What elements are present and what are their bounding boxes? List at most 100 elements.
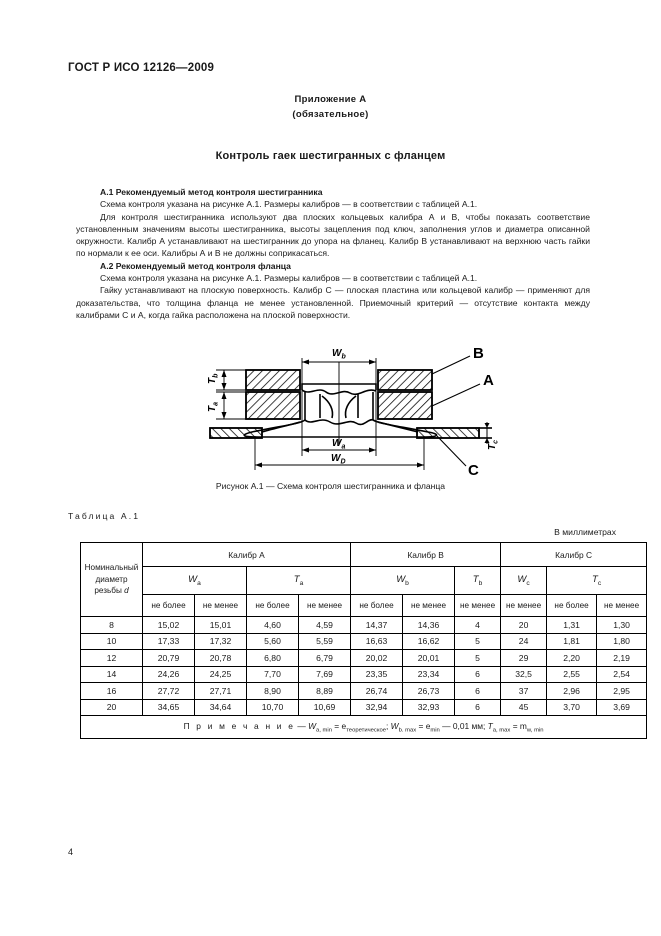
cell-value: 2,96	[546, 682, 598, 700]
cell-value: 16,62	[402, 632, 456, 650]
figure-dim-wa: Wa	[332, 438, 345, 451]
cell-d: 20	[80, 698, 143, 716]
cell-value: 20,02	[350, 649, 404, 667]
table-body: 8 15,02 15,01 4,60 4,59 14,37 14,36 4 20…	[79, 616, 648, 739]
cell-value: 6,79	[297, 649, 352, 667]
cell-value: 8,89	[297, 682, 352, 700]
cell-value: 1,80	[596, 632, 648, 650]
annex-subtitle: (обязательное)	[292, 109, 369, 120]
header-symbol-wa: Wa	[142, 566, 247, 595]
paragraph-a2-2: Гайку устанавливают на плоскую поверхнос…	[76, 285, 590, 320]
header-limit-8: не более	[546, 594, 598, 617]
cell-value: 32,5	[500, 665, 548, 683]
header-symbol-ta: Ta	[245, 566, 352, 595]
cell-value: 17,33	[142, 632, 195, 650]
paragraph-a1-2: Для контроля шестигранника используют дв…	[76, 211, 590, 259]
cell-value: 24,25	[194, 665, 247, 683]
header-limit-1: не менее	[194, 594, 247, 617]
figure-dim-tb: Tb	[207, 373, 220, 384]
cell-value: 14,36	[402, 616, 456, 634]
standard-header: ГОСТ Р ИСО 12126—2009	[68, 62, 215, 74]
figure-dim-tc: Tc	[487, 440, 500, 450]
cell-value: 4	[454, 616, 502, 634]
cell-value: 20,01	[402, 649, 456, 667]
figure-label-c: C	[468, 462, 479, 479]
header-nominal-diameter: Номинальный диаметр резьбы d	[80, 542, 143, 617]
cell-value: 15,02	[142, 616, 195, 634]
header-limit-2: не более	[246, 594, 299, 617]
table-row: 16 27,72 27,71 8,90 8,89 26,74 26,73 6 3…	[80, 682, 648, 700]
annex-title: Приложение А	[294, 94, 367, 105]
cell-value: 8,90	[246, 682, 299, 700]
figure-dim-ta: Ta	[207, 402, 220, 412]
cell-value: 15,01	[194, 616, 247, 634]
table-row: 8 15,02 15,01 4,60 4,59 14,37 14,36 4 20…	[80, 616, 648, 634]
cell-value: 27,72	[142, 682, 195, 700]
cell-value: 6	[454, 682, 502, 700]
table-note: П р и м е ч а н и е — Wa, min = eтеорети…	[79, 715, 648, 739]
cell-d: 16	[80, 682, 143, 700]
header-group-gauge-c: Калибр С	[500, 542, 648, 567]
paragraph-a1-1: Схема контроля указана на рисунке А.1. Р…	[100, 199, 478, 210]
cell-value: 32,93	[402, 698, 456, 716]
cell-value: 23,34	[402, 665, 456, 683]
cell-value: 26,73	[402, 682, 456, 700]
cell-value: 34,64	[194, 698, 247, 716]
cell-value: 5,60	[246, 632, 299, 650]
header-symbol-tc: Tc	[546, 566, 648, 595]
cell-d: 8	[80, 616, 143, 634]
cell-value: 6	[454, 665, 502, 683]
cell-value: 6,80	[246, 649, 299, 667]
header-symbol-wb: Wb	[350, 566, 456, 595]
body-text: А.1 Рекомендуемый метод контроля шестигр…	[76, 186, 590, 321]
cell-value: 7,69	[297, 665, 352, 683]
cell-value: 3,70	[546, 698, 598, 716]
table-units: В миллиметрах	[554, 527, 616, 537]
cell-value: 2,20	[546, 649, 598, 667]
cell-value: 45	[500, 698, 548, 716]
cell-value: 17,32	[194, 632, 247, 650]
symbol-d: d	[124, 586, 129, 596]
cell-value: 16,63	[350, 632, 404, 650]
figure-dim-wb: Wb	[332, 348, 346, 361]
cell-value: 5,59	[297, 632, 352, 650]
table-label: Таблица А.1	[68, 511, 141, 521]
header-symbol-tb: Tb	[454, 566, 502, 595]
header-limit-4: не более	[350, 594, 404, 617]
figure-label-a: A	[483, 372, 494, 389]
header-limit-5: не менее	[402, 594, 456, 617]
subsection-heading-a2: А.2 Рекомендуемый метод контроля фланца	[100, 260, 291, 271]
cell-value: 24,26	[142, 665, 195, 683]
cell-value: 20,79	[142, 649, 195, 667]
cell-value: 4,59	[297, 616, 352, 634]
header-group-gauge-a: Калибр А	[141, 542, 352, 567]
cell-value: 1,81	[546, 632, 598, 650]
cell-value: 10,70	[246, 698, 299, 716]
cell-value: 37	[500, 682, 548, 700]
cell-value: 4,60	[246, 616, 299, 634]
cell-value: 2,54	[596, 665, 648, 683]
cell-value: 32,94	[350, 698, 404, 716]
figure-caption: Рисунок А.1 — Схема контроля шестигранни…	[215, 481, 446, 491]
table-row: 20 34,65 34,64 10,70 10,69 32,94 32,93 6…	[80, 698, 648, 716]
subsection-heading-a1: А.1 Рекомендуемый метод контроля шестигр…	[100, 187, 323, 197]
header-limit-3: не менее	[297, 594, 352, 617]
section-title: Контроль гаек шестигранных с фланцем	[215, 150, 446, 162]
header-symbol-wc: Wc	[500, 566, 548, 595]
cell-value: 2,95	[596, 682, 648, 700]
header-group-gauge-b: Калибр В	[350, 542, 502, 567]
page-number: 4	[68, 847, 74, 857]
figure-dim-wd: WD	[331, 453, 346, 466]
annex-heading-block: Приложение А (обязательное)	[0, 92, 661, 122]
header-limit-7: не менее	[500, 594, 548, 617]
cell-value: 20,78	[194, 649, 247, 667]
table-row: 12 20,79 20,78 6,80 6,79 20,02 20,01 5 2…	[80, 649, 648, 667]
table-note-row: П р и м е ч а н и е — Wa, min = eтеорети…	[79, 715, 648, 739]
cell-value: 26,74	[350, 682, 404, 700]
cell-d: 14	[80, 665, 143, 683]
cell-value: 5	[454, 632, 502, 650]
cell-value: 34,65	[142, 698, 195, 716]
figure-a1: B A C Wb Wa WD Tb Ta Tc	[0, 344, 661, 484]
cell-value: 1,31	[546, 616, 598, 634]
